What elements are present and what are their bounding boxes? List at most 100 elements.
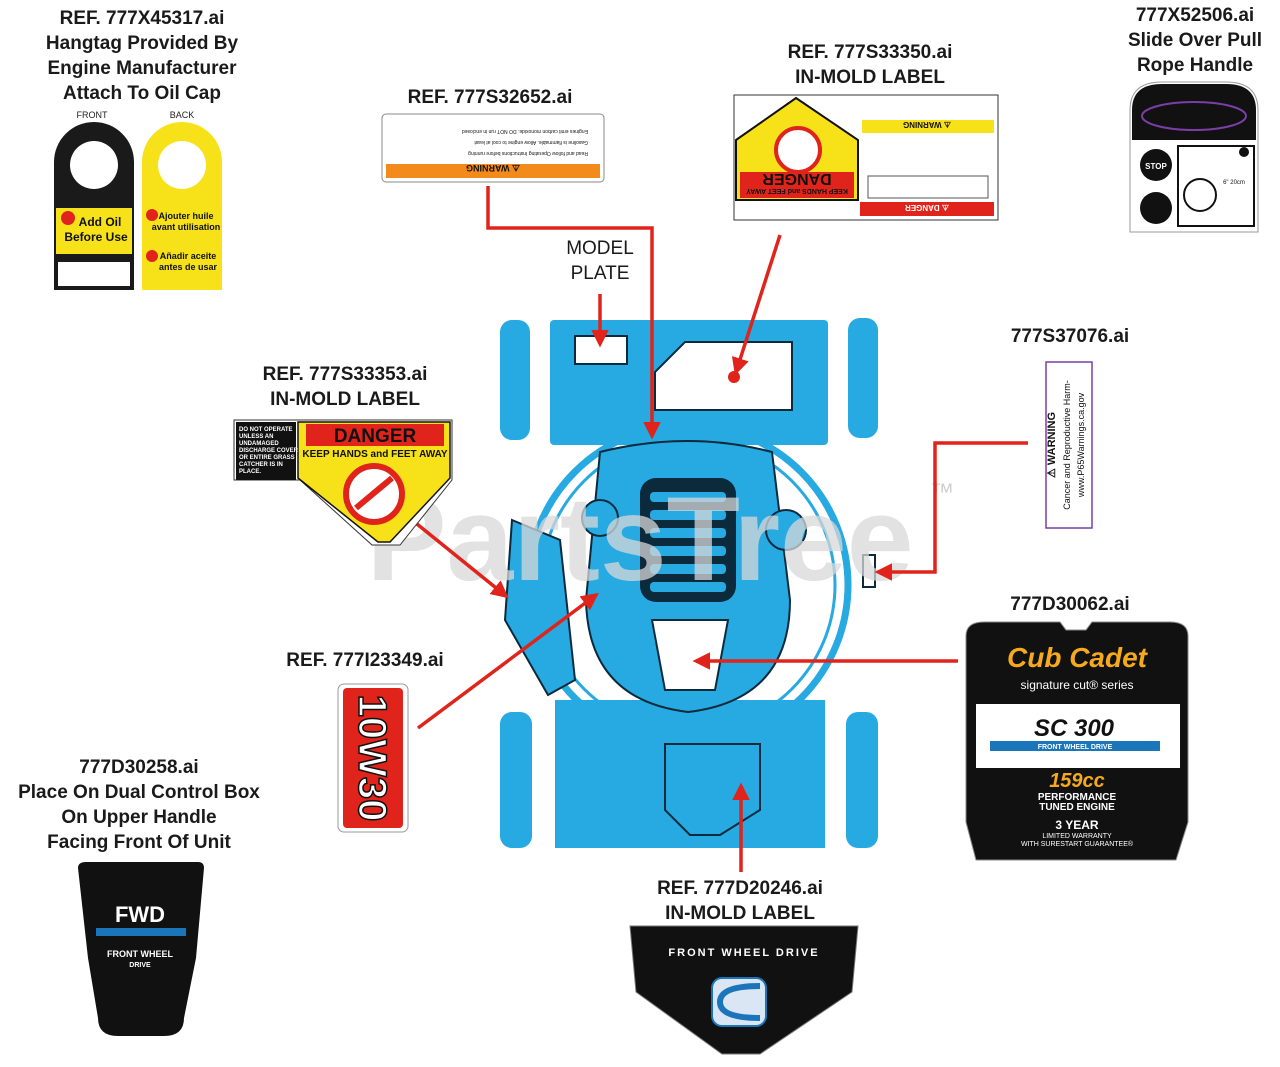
inmold-left-danger: DANGER [334,426,417,447]
caption-line: 777X52506.ai [1135,5,1255,26]
rear-right-wheel [846,712,878,848]
inmold-left-note: UNLESS AN [239,434,273,440]
inmold-left-label: DANGER KEEP HANDS and FEET AWAY DO NOT O… [233,419,453,546]
read-manual-icon [1140,192,1172,224]
caption-line: On Upper Handle [61,807,217,828]
inmold-left-keep: KEEP HANDS and FEET AWAY [302,449,448,460]
inmold-top-warning: ⚠ WARNING [903,120,951,129]
cubcadet-drive: FRONT WHEEL DRIVE [1038,744,1113,751]
caption-line: 777D30062.ai [1010,594,1130,615]
cubcadet-brand: Cub Cadet [1007,642,1149,673]
watermark: PartsTree [366,472,913,606]
stop-text: STOP [1145,162,1167,171]
arrow-prop65 [874,441,1028,581]
inmold-top-label: DANGER KEEP HANDS and FEET AWAY ⚠ WARNIN… [733,94,999,221]
prop65-caption: 777S37076.ai [990,324,1150,349]
left-knob [581,499,619,537]
inmold-left-note: PLACE. [239,469,261,475]
front-left-wheel [500,320,530,440]
warning-label-caption: REF. 777S32652.ai [380,85,600,110]
cubcadet-warranty: LIMITED WARRANTY [1042,833,1112,840]
cubcadet-label: Cub Cadet signature cut® series SC 300 F… [965,621,1189,861]
caption-line: IN-MOLD LABEL [665,903,815,924]
arrow-inmold-left [410,518,509,599]
caption-line: Hangtag Provided By [45,33,239,54]
arrow-inmold-top [731,234,782,376]
bottom-label-text: FRONT WHEEL DRIVE [668,947,819,959]
cubcadet-warranty: WITH SURESTART GUARANTEE® [1021,840,1134,848]
leader-lines [410,186,1028,872]
inmold-top-caption: REF. 777S33350.ai IN-MOLD LABEL [755,40,985,90]
arrow-warning-label [486,186,661,440]
stop-icon [1140,149,1172,181]
warning-strip-text: Gasoline is flammable. Allow engine to c… [474,139,588,145]
inmold-bottom-caption: REF. 777D20246.ai IN-MOLD LABEL [620,876,860,926]
rope-dims: 6" 20cm [1223,180,1245,186]
warning-strip-header: ⚠ WARNING [466,163,520,173]
oil-caption: REF. 777I23349.ai [265,648,465,673]
oil-plate [650,619,730,691]
rope-caption: 777X52506.ai Slide Over Pull Rope Handle [1100,3,1280,78]
caption-line: Engine Manufacturer [47,58,237,79]
caption-line: PLATE [570,263,630,284]
rear-left-wheel [500,712,532,848]
inmold-top-keep: KEEP HANDS and FEET AWAY [746,187,848,194]
arrow-oil [416,592,599,730]
caption-line: REF. 777I23349.ai [286,650,444,671]
cubcadet-caption: 777D30062.ai [990,592,1150,617]
mower-top-view [500,318,878,848]
prop65-label: ⚠ WARNING Cancer and Reproductive Harm- … [1045,361,1093,529]
inmold-left-note: OR ENTIRE GRASS [239,455,295,461]
inmold-left-note: UNDAMAGED [239,441,279,447]
hangtag-back-label: BACK [170,110,195,120]
fwd-big: FWD [115,902,165,927]
fwd-label: FWD FRONT WHEEL DRIVE [78,862,204,1036]
caption-line: Slide Over Pull [1127,30,1263,51]
prop65-text: www.P65Warnings.ca.gov [1076,392,1086,498]
fwd-caption: 777D30258.ai Place On Dual Control Box O… [0,755,278,855]
rope-handle-label: STOP 6" 20cm [1129,81,1259,233]
inmold-bottom-label: FRONT WHEEL DRIVE [629,925,859,1055]
hangtag-front-text: Add Oil [79,215,122,229]
fwd-line: DRIVE [129,962,151,969]
right-knob [765,509,807,551]
cubcadet-series: signature cut® series [1021,678,1134,692]
front-right-wheel [848,318,878,438]
hangtag-back-text: antes de usar [159,262,218,272]
inmold-left-caption: REF. 777S33353.ai IN-MOLD LABEL [225,362,465,412]
hangtag-caption: REF. 777X45317.ai Hangtag Provided By En… [0,6,284,106]
caption-line: 777S37076.ai [1010,326,1130,347]
hangtag-label: FRONT BACK Add Oil Before Use Ajouter hu… [54,110,222,290]
warning-strip-label: ⚠ WARNING Read and follow Operating Inst… [381,113,605,183]
caption-line: 777D30258.ai [79,757,199,778]
rear-housing [555,700,825,848]
warning-strip-text: Read and follow Operating Instructions b… [468,150,588,156]
caption-line: REF. 777S33353.ai [262,364,428,385]
fwd-line: FRONT WHEEL [107,949,173,959]
cubcadet-cc: 159cc [1049,770,1105,792]
cubcadet-model: SC 300 [1034,715,1115,742]
side-chute [503,518,577,697]
oil-label: 10W30 [337,683,409,833]
inmold-left-note: DISCHARGE COVER [239,448,299,454]
oil-text: 10W30 [350,695,394,822]
inmold-left-note: DO NOT OPERATE [239,427,293,433]
hangtag-back-text: avant utilisation [152,222,221,232]
caption-line: MODEL [566,238,634,259]
inmold-top-danger: DANGER [762,170,832,187]
cubcadet-perf: TUNED ENGINE [1039,802,1115,813]
deck-label-area [654,341,793,411]
caption-line: IN-MOLD LABEL [270,389,420,410]
caption-line: REF. 777X45317.ai [59,8,225,29]
caption-line: Place On Dual Control Box [18,782,260,803]
hangtag-back-text: Añadir aceite [160,251,217,261]
caption-line: REF. 777S33350.ai [787,42,953,63]
hangtag-front-label: FRONT [77,110,108,120]
caption-line: IN-MOLD LABEL [795,67,945,88]
prop65-warning: ⚠ WARNING [1046,412,1058,478]
caption-line: REF. 777S32652.ai [407,87,573,108]
inmold-top-danger-small: ⚠ DANGER [905,203,949,212]
caption-line: Facing Front Of Unit [47,832,231,853]
model-plate-caption: MODEL PLATE [540,236,660,286]
